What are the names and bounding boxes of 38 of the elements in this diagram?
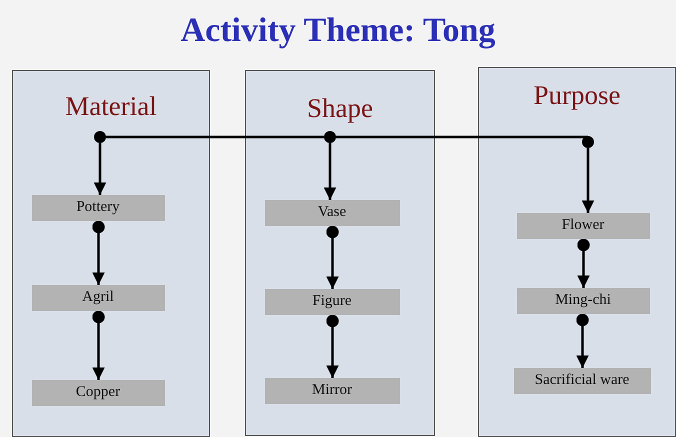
process-box (516, 212, 650, 238)
box-label: Figure (312, 293, 352, 310)
junction-dot (582, 136, 594, 148)
arrow (92, 220, 105, 285)
arrow (92, 310, 105, 380)
process-box (32, 380, 164, 406)
process-box (264, 288, 400, 314)
arrow (326, 314, 339, 378)
box-label: Vase (318, 204, 346, 221)
panel-heading: Purpose (532, 80, 622, 111)
box-label: Sacrificial ware (534, 372, 630, 389)
process-box (516, 288, 650, 314)
connector-line (106, 136, 324, 138)
process-box (264, 200, 400, 226)
process-box (264, 378, 400, 404)
process-box (514, 368, 650, 394)
panel-heading: Material (64, 91, 158, 122)
junction-dot (94, 130, 106, 142)
arrow (576, 314, 589, 368)
arrow (577, 238, 590, 288)
box-label: Pottery (76, 199, 120, 216)
box-label: Mirror (312, 382, 352, 399)
process-box (32, 194, 164, 220)
category-panel (12, 70, 210, 437)
process-box (32, 284, 164, 310)
arrow (324, 143, 336, 200)
box-label: Agril (82, 289, 114, 306)
diagram-title: Activity Theme: Tong (180, 12, 496, 50)
box-label: Copper (76, 384, 120, 401)
category-panel (245, 70, 435, 436)
category-panel (478, 67, 676, 437)
box-label: Ming-chi (555, 292, 611, 309)
junction-dot (324, 130, 336, 142)
arrow (326, 226, 339, 289)
box-label: Flower (562, 217, 604, 234)
arrow (582, 148, 594, 213)
panel-heading: Shape (306, 93, 374, 124)
arrow (94, 143, 106, 195)
